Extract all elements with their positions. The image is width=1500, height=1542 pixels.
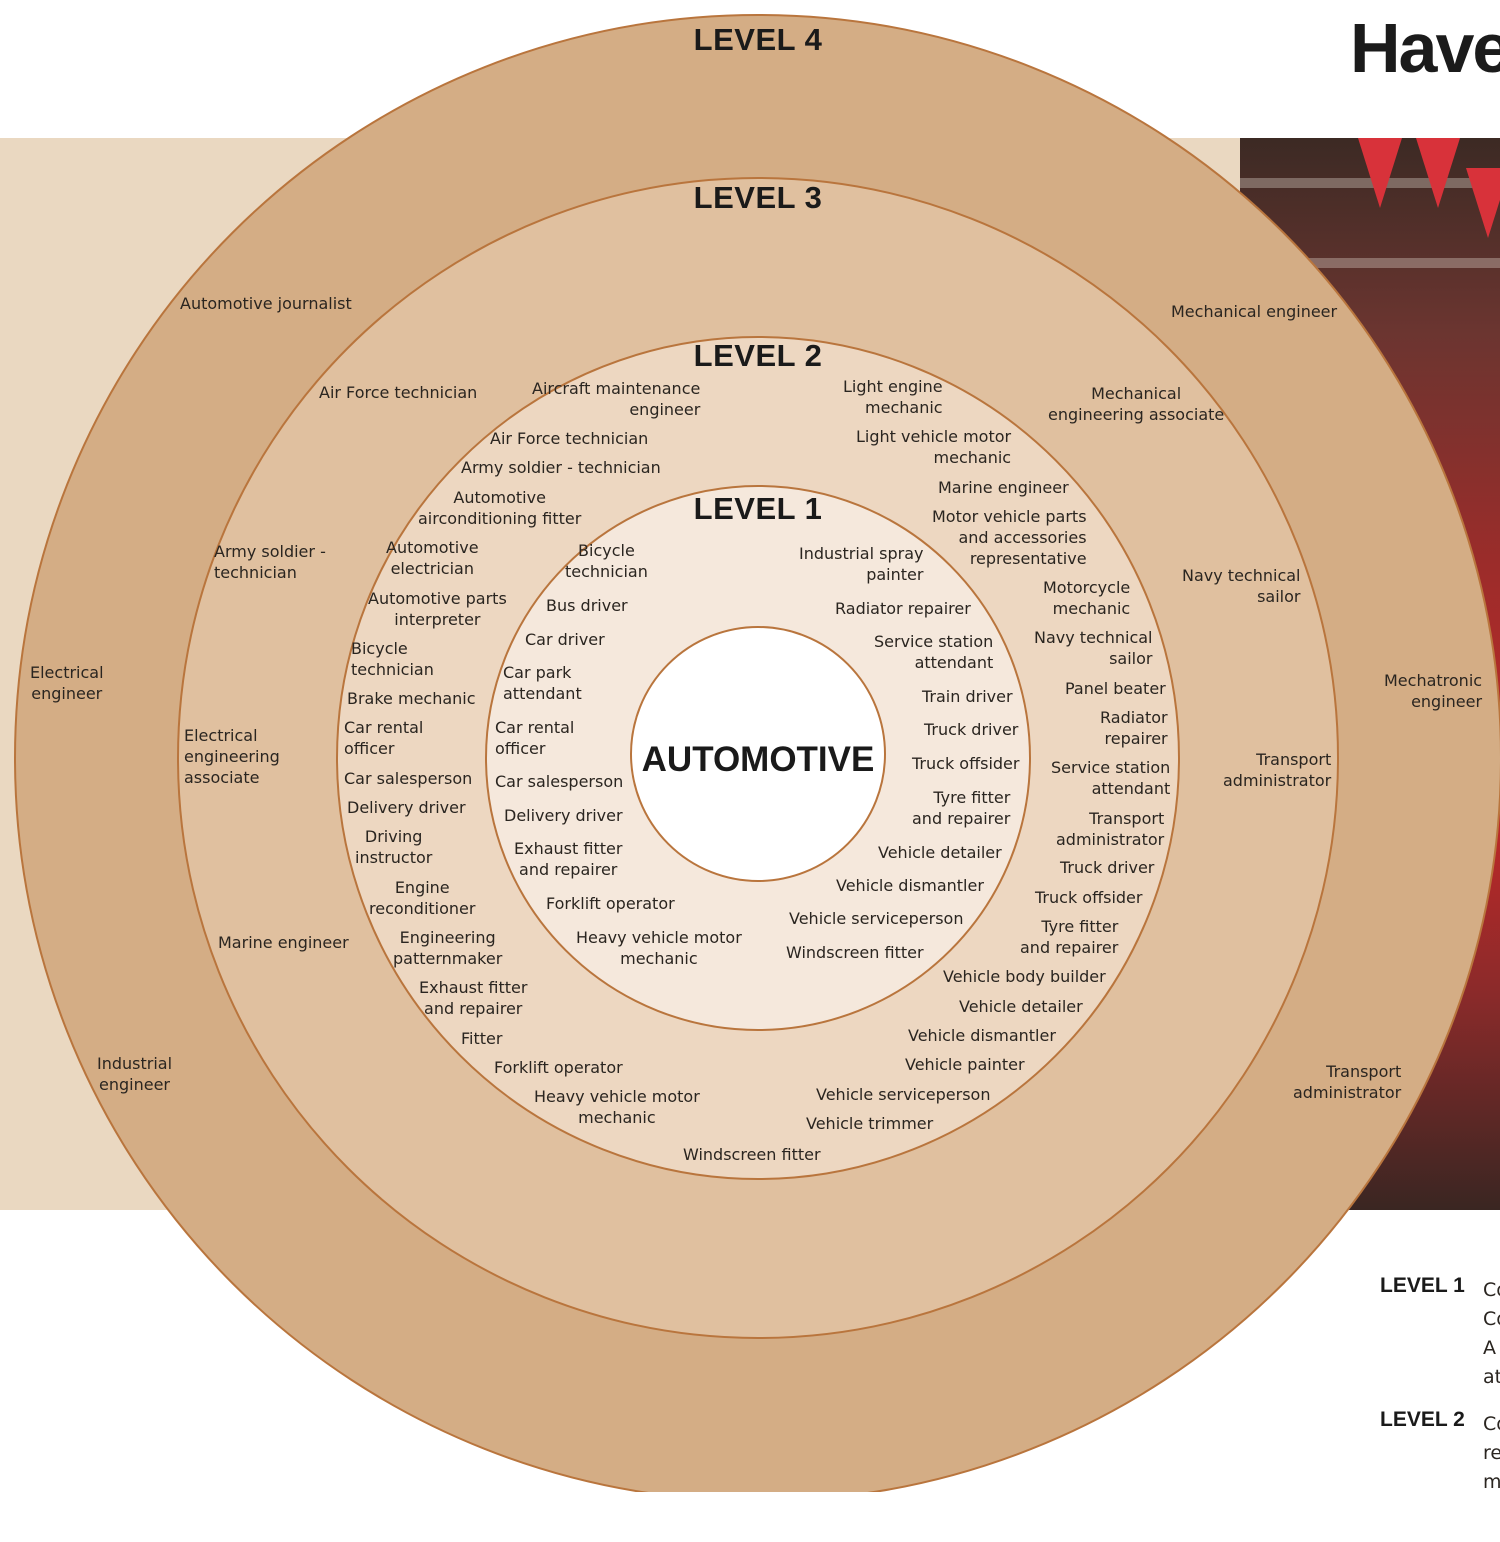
level2-job-left: Delivery driver <box>347 798 466 817</box>
level1-job-left: Exhaust fitter and repairer <box>514 839 623 879</box>
level2-job-right: Light engine mechanic <box>843 377 943 417</box>
core-circle <box>630 626 886 882</box>
level1-job-right: Truck driver <box>924 720 1019 739</box>
legend-key: LEVEL 2 <box>1380 1408 1465 1431</box>
level3-job-left: Marine engineer <box>218 933 349 952</box>
level2-job-right: Vehicle trimmer <box>806 1114 934 1133</box>
level2-job-right: Marine engineer <box>938 478 1069 497</box>
level2-job-left: Automotive electrician <box>386 538 479 578</box>
level2-job-left: Army soldier - technician <box>461 458 661 477</box>
level1-job-left: Bus driver <box>546 596 628 615</box>
career-levels-diagram: LEVEL 4 LEVEL 3 LEVEL 2 LEVEL 1 AUTOMOTI… <box>14 14 1500 1492</box>
legend-text: Co Co A at <box>1483 1279 1500 1388</box>
legend-key: LEVEL 1 <box>1380 1274 1465 1297</box>
level1-job-left: Delivery driver <box>504 806 623 825</box>
level1-job-right: Radiator repairer <box>835 599 971 618</box>
level2-job-right: Truck driver <box>1060 858 1155 877</box>
level1-job-right: Tyre fitter and repairer <box>912 788 1011 828</box>
level4-job-right: Mechatronic engineer <box>1384 671 1483 711</box>
level3-title: LEVEL 3 <box>693 180 823 215</box>
level1-job-left: Car park attendant <box>503 663 582 703</box>
center-title: AUTOMOTIVE <box>641 740 875 779</box>
level1-job-right: Train driver <box>922 687 1013 706</box>
level1-job-right: Vehicle serviceperson <box>789 909 964 928</box>
level2-job-left: Engine reconditioner <box>369 878 476 918</box>
level4-job-left: Industrial engineer <box>97 1054 173 1094</box>
level1-job-right: Vehicle detailer <box>878 843 1002 862</box>
level2-job-right: Panel beater <box>1065 679 1166 698</box>
level-legend: LEVEL 1 Co Co A at LEVEL 2 Co re m <box>1380 1274 1500 1542</box>
level4-title: LEVEL 4 <box>693 22 823 57</box>
page-heading: Have <box>1350 9 1500 87</box>
level3-job-right: Mechanical engineering associate <box>1048 384 1225 424</box>
level1-job-right: Service station attendant <box>874 632 994 672</box>
level4-job-left: Electrical engineer <box>30 663 104 703</box>
level2-job-right: Vehicle body builder <box>943 967 1106 986</box>
level2-job-left: Car rental officer <box>344 718 424 758</box>
level3-job-left: Electrical engineering associate <box>184 726 280 787</box>
level3-job-right: Transport administrator <box>1223 750 1332 790</box>
level2-job-left: Car salesperson <box>344 769 473 788</box>
level2-job-right: Vehicle dismantler <box>908 1026 1056 1045</box>
level2-job-left: Exhaust fitter and repairer <box>419 978 528 1018</box>
level2-job-right: Motorcycle mechanic <box>1043 578 1131 618</box>
level2-job-right: Vehicle detailer <box>959 997 1083 1016</box>
level1-job-left: Car driver <box>525 630 605 649</box>
level2-job-right: Navy technical sailor <box>1034 628 1153 668</box>
level1-job-left: Bicycle technician <box>565 541 648 581</box>
level2-job-left: Heavy vehicle motor mechanic <box>534 1087 700 1127</box>
level1-title: LEVEL 1 <box>693 491 823 526</box>
level2-job-left: Brake mechanic <box>347 689 476 708</box>
level1-job-right: Truck offsider <box>912 754 1020 773</box>
level2-job-left: Engineering patternmaker <box>393 928 503 968</box>
level2-job-right: Vehicle serviceperson <box>816 1085 991 1104</box>
level3-job-left: Army soldier - technician <box>214 542 326 582</box>
level1-job-right: Vehicle dismantler <box>836 876 984 895</box>
level3-job-left: Air Force technician <box>319 383 478 402</box>
legend-text: Co re m <box>1483 1413 1500 1493</box>
level1-job-right: Industrial spray painter <box>799 544 924 584</box>
level3-job-right: Navy technical sailor <box>1182 566 1301 606</box>
level1-job-left: Heavy vehicle motor mechanic <box>576 928 742 968</box>
level1-job-left: Car rental officer <box>495 718 575 758</box>
level2-job-right: Truck offsider <box>1035 888 1143 907</box>
level2-job-right: Tyre fitter and repairer <box>1020 917 1119 957</box>
level1-job-left: Car salesperson <box>495 772 624 791</box>
level2-job-left: Air Force technician <box>490 429 649 448</box>
level2-job-left: Automotive parts interpreter <box>368 589 507 629</box>
level2-job-left: Bicycle technician <box>351 639 434 679</box>
level2-job-left: Aircraft maintenance engineer <box>532 379 701 419</box>
level1-job-left: Forklift operator <box>546 894 675 913</box>
level2-job-right: Vehicle painter <box>905 1055 1025 1074</box>
level2-job-right: Motor vehicle parts and accessories repr… <box>932 507 1087 568</box>
level2-job-right: Service station attendant <box>1051 758 1171 798</box>
level2-job-right: Light vehicle motor mechanic <box>856 427 1012 467</box>
level2-job-left: Windscreen fitter <box>683 1145 821 1164</box>
level2-job-left: Automotive airconditioning fitter <box>418 488 582 528</box>
level1-job-right: Windscreen fitter <box>786 943 924 962</box>
concentric-rings <box>14 14 1500 1492</box>
level2-job-right: Radiator repairer <box>1100 708 1168 748</box>
level4-job-left: Automotive journalist <box>180 294 352 313</box>
level2-job-left: Forklift operator <box>494 1058 623 1077</box>
level2-job-left: Fitter <box>461 1029 503 1048</box>
level2-job-right: Transport administrator <box>1056 809 1165 849</box>
level2-job-left: Driving instructor <box>355 827 433 867</box>
legend-row-level2: LEVEL 2 Co re m <box>1380 1408 1500 1542</box>
legend-row-level1: LEVEL 1 Co Co A at <box>1380 1274 1500 1408</box>
level4-job-right: Mechanical engineer <box>1171 302 1338 321</box>
level2-title: LEVEL 2 <box>693 338 823 373</box>
level4-job-right: Transport administrator <box>1293 1062 1402 1102</box>
